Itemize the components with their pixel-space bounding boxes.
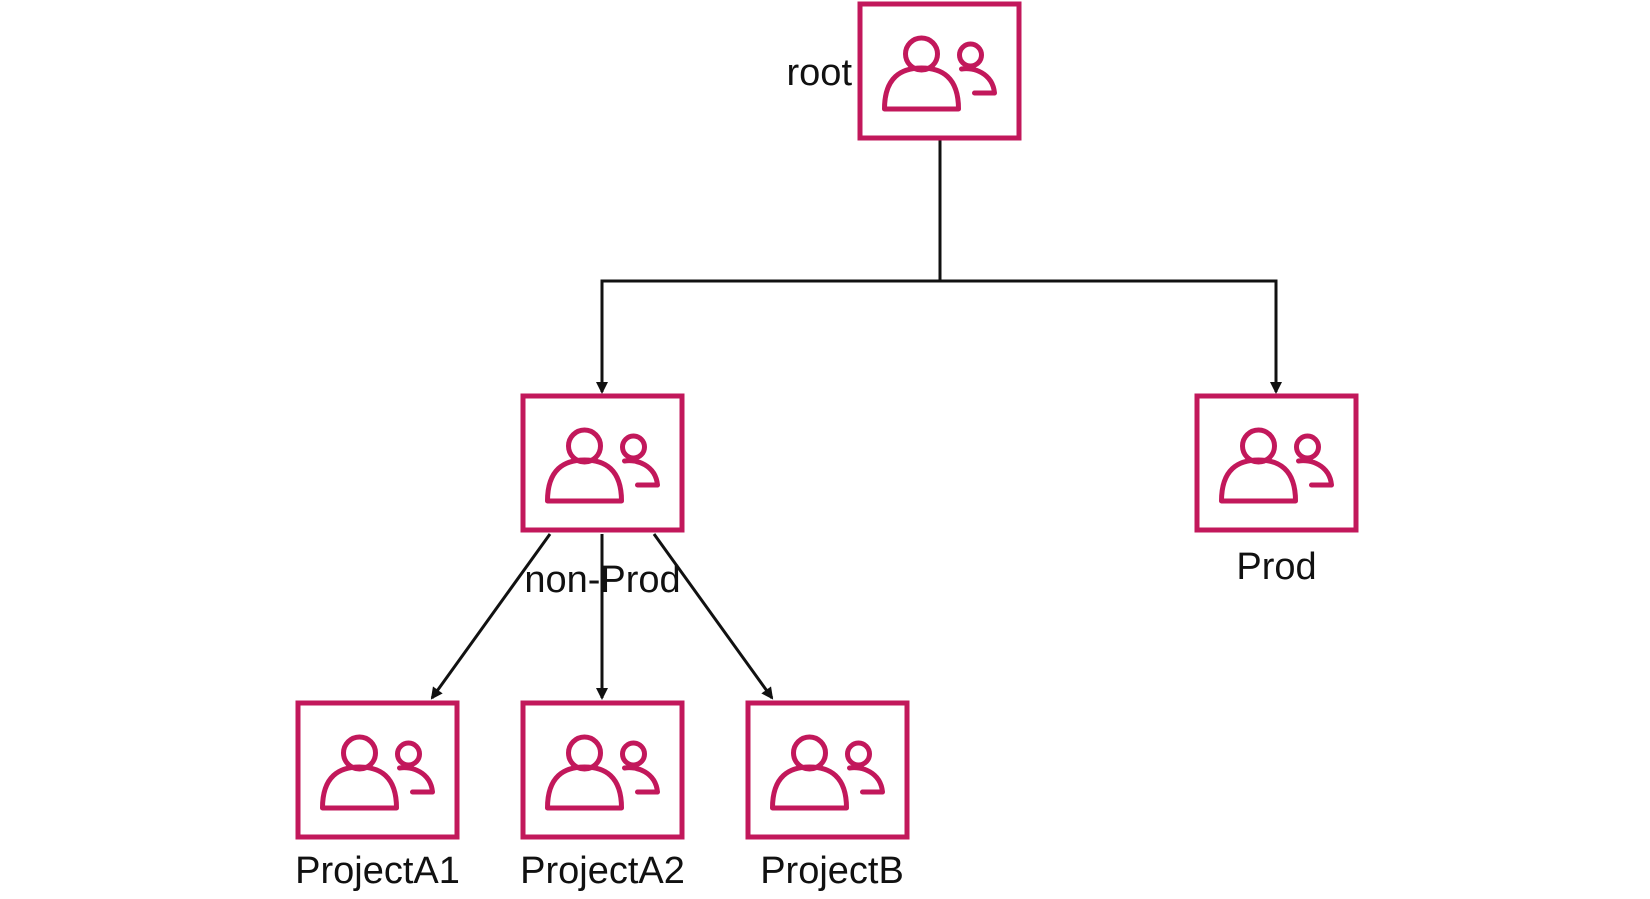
node-prod-label: Prod	[1236, 546, 1316, 588]
node-project-a1[interactable]: ProjectA1	[295, 700, 460, 892]
user-group-icon	[545, 427, 660, 504]
node-project-b-label: ProjectB	[760, 850, 904, 892]
node-project-b[interactable]: ProjectB	[745, 700, 910, 892]
user-group-icon	[545, 734, 660, 811]
user-group-icon	[320, 734, 435, 811]
edges	[430, 138, 1282, 700]
node-root-box	[857, 1, 1022, 141]
node-project-a2-label: ProjectA2	[520, 850, 685, 892]
node-root[interactable]: root	[787, 1, 1022, 141]
edge-root-to-prod	[940, 279, 1282, 394]
node-project-a2[interactable]: ProjectA2	[520, 700, 685, 892]
node-non-prod-label: non-Prod	[524, 559, 680, 601]
edge-non-prod-to-project-a1	[430, 533, 552, 700]
edge-non-prod-to-project-b	[652, 533, 774, 700]
user-group-icon	[770, 734, 885, 811]
node-project-a1-label: ProjectA1	[295, 850, 460, 892]
user-group-icon	[1219, 427, 1334, 504]
node-prod[interactable]: Prod	[1194, 393, 1359, 588]
node-root-label: root	[787, 52, 853, 94]
node-non-prod[interactable]: non-Prod	[520, 393, 685, 601]
user-group-icon	[882, 35, 997, 112]
edge-root-to-non-prod	[596, 279, 940, 394]
